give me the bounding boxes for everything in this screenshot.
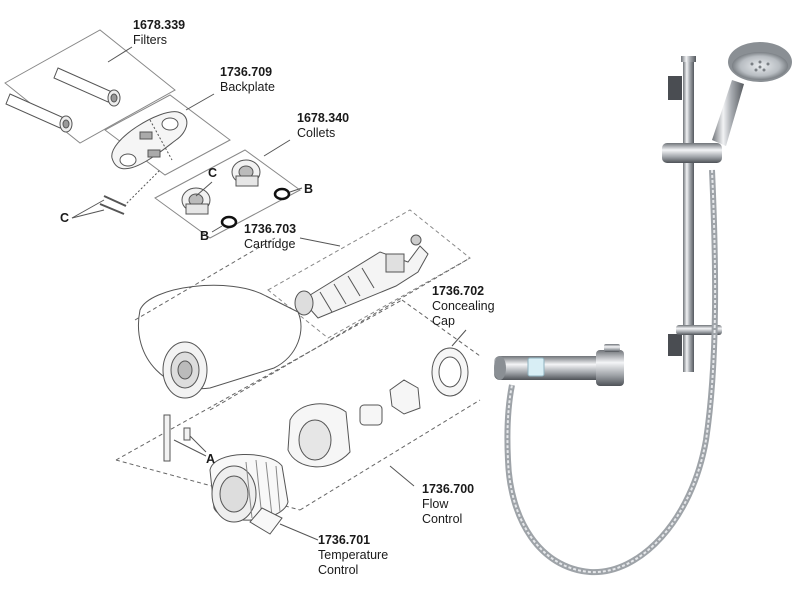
riser-rail xyxy=(683,60,694,372)
part-name: Collets xyxy=(297,126,336,140)
part-code: 1736.709 xyxy=(220,65,273,79)
part-name: Control xyxy=(318,563,359,577)
part-label-filters: 1678.339 Filters xyxy=(133,18,185,48)
collet-1 xyxy=(231,159,261,187)
part-name: Temperature xyxy=(318,548,389,562)
part-code: 1736.703 xyxy=(244,222,297,236)
backplate-screws xyxy=(99,169,161,215)
concealing-cap xyxy=(431,329,469,397)
upper-bracket xyxy=(668,76,682,100)
part-name: Concealing xyxy=(432,299,495,313)
lower-bracket xyxy=(668,334,682,356)
backplate xyxy=(111,111,188,170)
part-code: 1736.702 xyxy=(432,284,485,298)
part-label-backplate: 1736.709 Backplate xyxy=(220,65,275,95)
part-code: 1736.700 xyxy=(422,482,475,496)
o-ring-2 xyxy=(220,215,238,229)
shower-kit xyxy=(494,42,792,576)
letter-b-lower: B xyxy=(200,229,210,243)
flow-control-group xyxy=(287,379,421,487)
collet-2 xyxy=(181,187,211,215)
collets-group xyxy=(154,139,303,239)
filter-2 xyxy=(5,93,73,133)
part-name: Flow xyxy=(422,497,449,511)
part-code: 1678.339 xyxy=(133,18,186,32)
part-name: Cap xyxy=(432,314,455,328)
part-label-concealing-cap: 1736.702 Concealing Cap xyxy=(432,284,495,329)
part-label-cartridge: 1736.703 Cartridge xyxy=(244,222,296,252)
slider-bracket xyxy=(662,143,722,163)
backplate-group xyxy=(71,93,231,219)
dashed-guides xyxy=(115,237,481,511)
cartridge xyxy=(294,234,429,319)
handset-handle xyxy=(712,80,744,146)
letter-a-pins: A xyxy=(206,452,216,466)
part-code: 1736.701 xyxy=(318,533,371,547)
part-label-collets: 1678.340 Collets xyxy=(297,111,349,141)
filter-1 xyxy=(53,67,121,107)
letter-c-screws: C xyxy=(60,211,70,225)
part-label-temperature-control: 1736.701 Temperature Control xyxy=(318,533,388,578)
thermostatic-bar-valve xyxy=(494,344,624,386)
valve-body xyxy=(138,284,302,399)
part-name: Cartridge xyxy=(244,237,296,251)
letter-b-upper: B xyxy=(304,182,314,196)
letter-c-collets: C xyxy=(208,166,218,180)
part-name: Control xyxy=(422,512,463,526)
part-name: Filters xyxy=(133,33,168,47)
temperature-control xyxy=(209,454,319,541)
pins-a xyxy=(163,414,207,462)
o-ring-1 xyxy=(273,187,291,201)
part-name: Backplate xyxy=(220,80,275,94)
filters-group xyxy=(4,29,176,144)
part-label-flow-control: 1736.700 Flow Control xyxy=(422,482,474,527)
part-code: 1678.340 xyxy=(297,111,350,125)
